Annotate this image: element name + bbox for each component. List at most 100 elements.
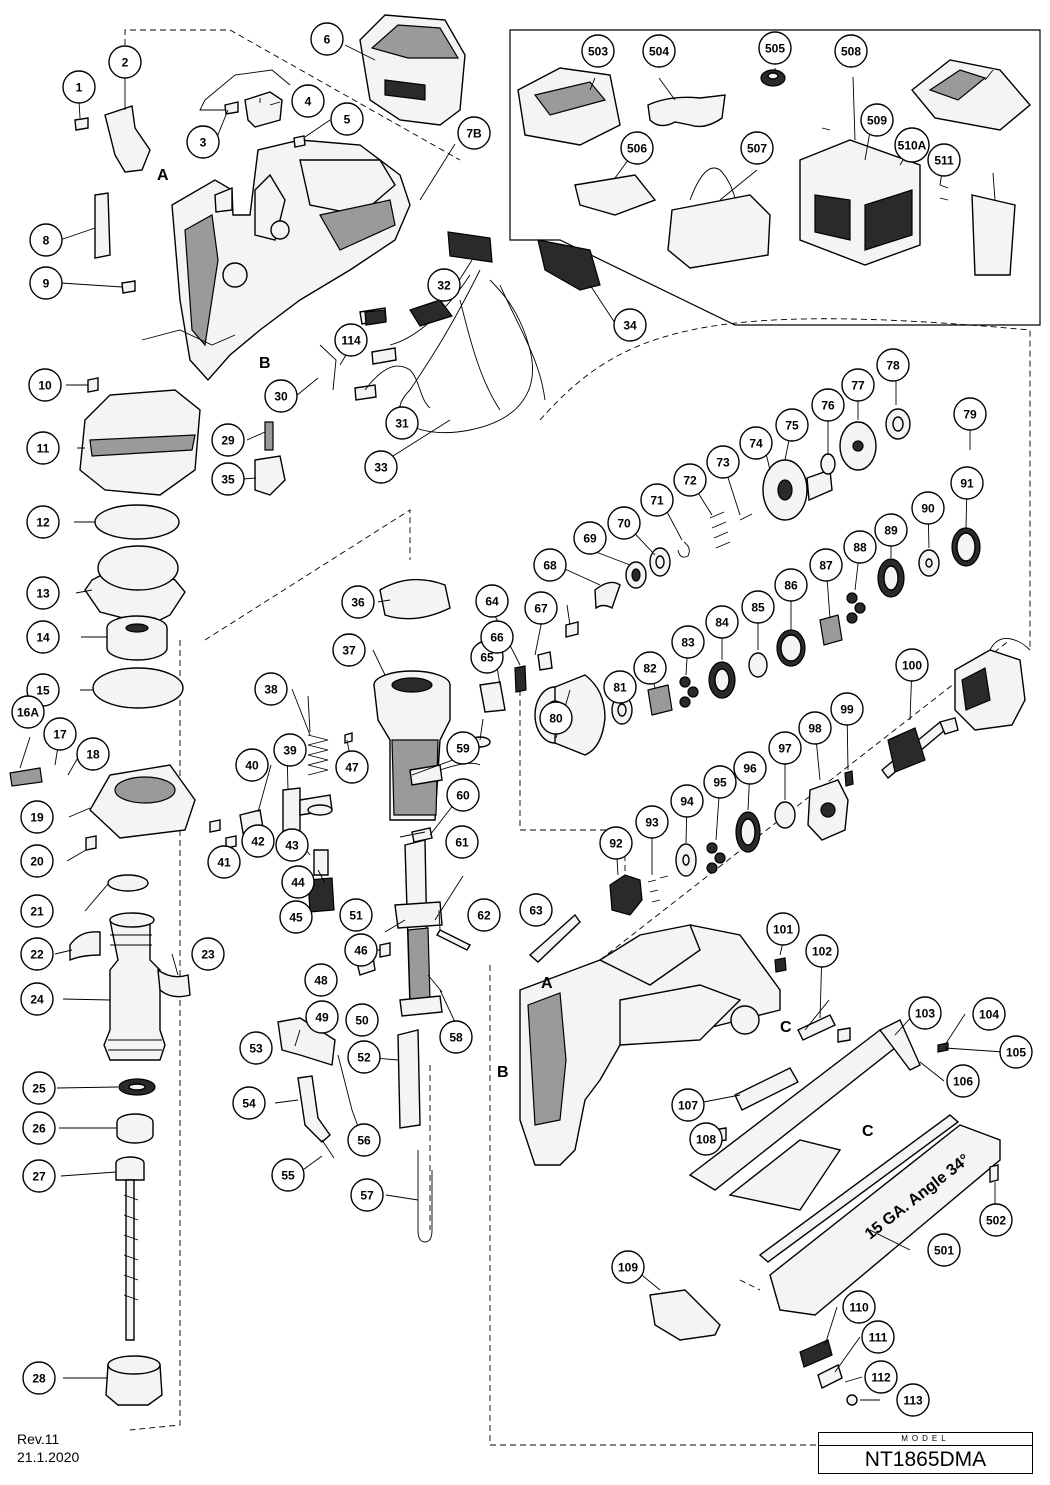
pins-91: [647, 875, 669, 903]
washer-68: [649, 547, 671, 577]
callout-label: 22: [30, 948, 44, 962]
callout-label: 4: [305, 95, 312, 109]
washer-83: [748, 652, 768, 678]
callout-label: 50: [355, 1014, 369, 1028]
gear-85: [819, 614, 843, 646]
revision-text: Rev.11: [17, 1431, 60, 1447]
callout-label: 105: [1006, 1046, 1026, 1060]
callout-81: 81: [603, 670, 637, 704]
callout-39: 39: [273, 733, 307, 767]
callout-84: 84: [705, 605, 739, 639]
callout-503: 503: [581, 34, 615, 68]
callout-69: 69: [573, 521, 607, 555]
spacer-66: [594, 581, 621, 610]
callout-57: 57: [350, 1178, 384, 1212]
label-8: [94, 192, 111, 259]
bushing-25: [116, 1113, 154, 1144]
callout-label: 80: [549, 712, 563, 726]
plate-35: [379, 578, 451, 620]
callout-50: 50: [345, 1003, 379, 1037]
callout-61: 61: [445, 825, 479, 859]
callout-93: 93: [635, 805, 669, 839]
letter-marker-c: C: [780, 1019, 792, 1036]
callout-504: 504: [642, 34, 676, 68]
callout-label: 2: [122, 56, 129, 70]
callout-label: 48: [314, 974, 328, 988]
callout-label: 37: [342, 644, 356, 658]
callout-13: 13: [26, 576, 60, 610]
pusher-104: [758, 1114, 960, 1263]
callout-label: 501: [934, 1244, 954, 1258]
callout-6: 6: [310, 22, 344, 56]
callout-label: 40: [245, 759, 259, 773]
planet-gears-86: [846, 592, 866, 624]
spring-37: [307, 734, 329, 776]
ring-gear-82: [708, 661, 736, 699]
callout-17: 17: [43, 717, 77, 751]
callout-63: 63: [519, 893, 553, 927]
plate-75: [839, 421, 877, 471]
parts-108-111: [799, 1339, 858, 1406]
callout-label: 110: [849, 1301, 869, 1315]
callout-501: 501: [927, 1233, 961, 1267]
callout-label: 16A: [17, 706, 39, 720]
bearing-67: [625, 561, 647, 589]
callout-label: 69: [583, 532, 597, 546]
callout-108: 108: [689, 1122, 723, 1156]
callout-20: 20: [20, 844, 54, 878]
carrier-90: [609, 874, 643, 916]
callout-label: 38: [264, 683, 278, 697]
letter-marker-c: C: [862, 1123, 874, 1140]
callout-label: 92: [609, 837, 623, 851]
callout-47: 47: [335, 750, 369, 784]
callout-label: 17: [53, 728, 67, 742]
callout-95: 95: [703, 765, 737, 799]
revision-info: Rev.11 21.1.2020: [17, 1430, 79, 1466]
callout-label: 3: [200, 136, 207, 150]
shim-22-left: [69, 931, 101, 962]
cylinder-base-19: [89, 764, 196, 839]
pins-508-509: [821, 127, 949, 201]
callout-38: 38: [254, 672, 288, 706]
armature-98: [881, 717, 959, 780]
label-114: [364, 309, 387, 326]
callout-11: 11: [26, 431, 60, 465]
pin-56: [427, 974, 443, 993]
callout-98: 98: [798, 711, 832, 745]
callout-5: 5: [330, 102, 364, 136]
callout-44: 44: [281, 865, 315, 899]
callout-90: 90: [911, 491, 945, 525]
callout-97: 97: [768, 731, 802, 765]
callout-62: 62: [467, 898, 501, 932]
callout-104: 104: [972, 997, 1006, 1031]
model-box: MODEL NT1865DMA: [818, 1432, 1033, 1474]
callout-label: 78: [886, 359, 900, 373]
callout-51: 51: [339, 898, 373, 932]
callout-18: 18: [76, 737, 110, 771]
callout-label: 113: [903, 1394, 923, 1408]
callout-77: 77: [841, 368, 875, 402]
callout-label: 41: [217, 856, 231, 870]
callout-label: 504: [649, 45, 669, 59]
callout-label: 509: [867, 114, 887, 128]
cylinder-top-13: [84, 545, 186, 626]
callout-label: 508: [841, 45, 861, 59]
callout-label: 108: [696, 1133, 716, 1147]
callout-46: 46: [344, 933, 378, 967]
case-506: [799, 139, 921, 266]
accessory-frame: [509, 29, 1041, 326]
callout-109: 109: [611, 1250, 645, 1284]
callout-42: 42: [241, 824, 275, 858]
housing-assembly: [171, 139, 411, 382]
callout-label: 12: [36, 516, 50, 530]
callout-label: 47: [345, 761, 359, 775]
callout-label: 79: [963, 408, 977, 422]
magazine-112: 15 GA. Angle 34°: [769, 1124, 1001, 1316]
callout-label: 511: [934, 154, 954, 168]
callout-58: 58: [439, 1020, 473, 1054]
callout-64: 64: [475, 584, 509, 618]
callout-83: 83: [671, 625, 705, 659]
bracket-96: [807, 779, 849, 841]
callout-79: 79: [953, 397, 987, 431]
callout-59: 59: [446, 731, 480, 765]
